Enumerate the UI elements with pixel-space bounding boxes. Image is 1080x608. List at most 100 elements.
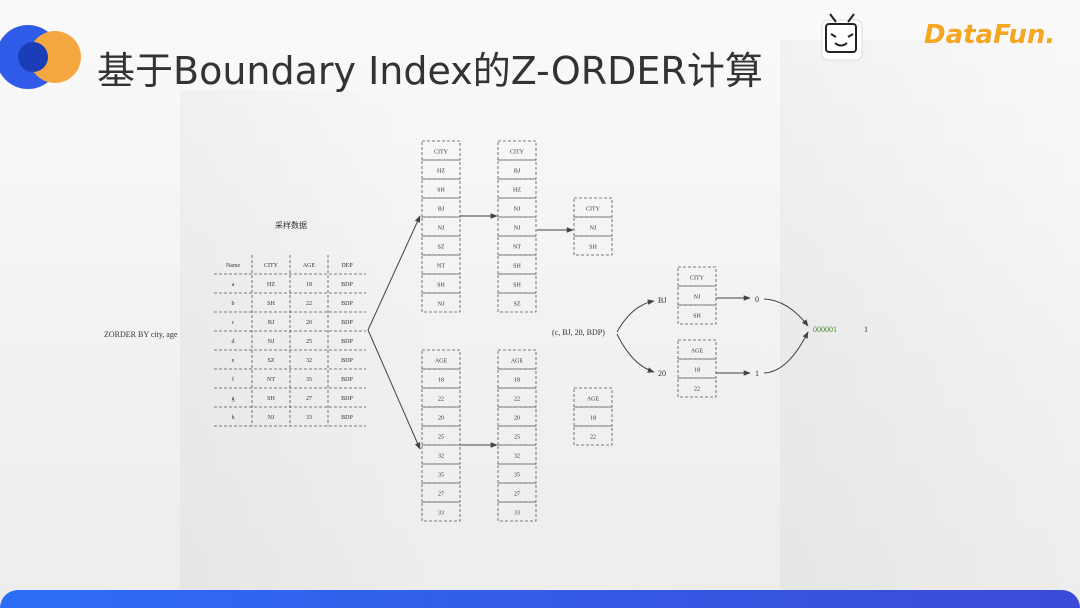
column-cell	[677, 339, 717, 360]
column-cell-text: 20	[514, 416, 520, 422]
page-title: 基于Boundary Index的Z-ORDER计算	[97, 49, 763, 93]
city-value: BJ	[658, 296, 666, 305]
column-cell-text: AGE	[691, 349, 704, 355]
column-cell-text: 32	[438, 454, 444, 460]
column-cell	[677, 377, 717, 398]
column-cell	[421, 216, 461, 237]
bottom-bar	[0, 590, 1080, 608]
table-cell: a	[232, 282, 235, 288]
table-header-cell: DEP	[341, 263, 353, 269]
table-cell: 35	[306, 377, 312, 383]
column-cell	[497, 387, 537, 408]
column-cell	[497, 159, 537, 180]
column-cell	[497, 349, 537, 370]
zvalue-decimal: 1	[864, 325, 868, 334]
table-cell: BDP	[341, 339, 353, 345]
table-cell: BDP	[341, 415, 353, 421]
column-cell	[497, 368, 537, 389]
column-cell-text: 25	[438, 435, 444, 441]
column-cell	[497, 501, 537, 522]
column-cell-text: NJ	[438, 302, 445, 308]
column-cell-text: SH	[693, 314, 701, 320]
column-cell-text: NJ	[514, 226, 521, 232]
table-cell: 25	[306, 339, 312, 345]
age-value: 20	[658, 369, 666, 378]
column-cell	[421, 292, 461, 313]
column-cell-text: 18	[438, 378, 444, 384]
column-cell	[497, 292, 537, 313]
brand-logo: DataFun.	[924, 20, 1055, 50]
background-building	[780, 40, 1080, 600]
column-cell-text: NJ	[694, 295, 701, 301]
column-cell	[421, 140, 461, 161]
column-cell	[573, 235, 613, 256]
column-cell-text: 27	[438, 492, 444, 498]
table-cell: 18	[306, 282, 312, 288]
age-index: 1	[755, 369, 759, 378]
column-cell-text: 18	[514, 378, 520, 384]
column-cell	[421, 159, 461, 180]
arrow-city-to-zvalue	[763, 298, 809, 327]
column-cell-text: 33	[514, 511, 520, 517]
column-cell	[677, 266, 717, 287]
column-cell-text: AGE	[511, 359, 524, 365]
table-cell: HZ	[267, 282, 275, 288]
column-cell	[497, 140, 537, 161]
column-cell	[677, 304, 717, 325]
column-cell-text: 22	[590, 435, 596, 441]
column-cell	[677, 285, 717, 306]
column-cell	[497, 425, 537, 446]
column-cell-text: 33	[438, 511, 444, 517]
column-cell-text: SH	[513, 264, 521, 270]
column-cell-text: NJ	[590, 226, 597, 232]
column-cell-text: 35	[438, 473, 444, 479]
column-cell	[497, 197, 537, 218]
mascot-icon	[821, 13, 863, 61]
column-cell	[573, 406, 613, 427]
column-cell-text: AGE	[587, 397, 600, 403]
column-cell	[497, 482, 537, 503]
age-bounds-column: AGE 18 22	[573, 387, 613, 446]
column-cell	[497, 235, 537, 256]
arrow-table-to-city	[367, 215, 421, 331]
column-cell	[497, 273, 537, 294]
table-cell: 33	[306, 415, 312, 421]
arrow-age-to-zvalue	[763, 331, 809, 374]
column-cell-text: 35	[514, 473, 520, 479]
table-cell: NJ	[268, 339, 275, 345]
table-cell: f	[232, 376, 234, 383]
column-cell	[421, 368, 461, 389]
arrow-query-to-age	[616, 333, 655, 373]
column-cell	[573, 197, 613, 218]
table-header-cell: Name	[226, 263, 241, 269]
table-cell: BDP	[341, 301, 353, 307]
table-cell: d	[232, 339, 235, 345]
zvalue-binary: 000001	[813, 325, 837, 334]
arrow-query-to-city	[616, 299, 655, 333]
table-cell: SH	[267, 301, 275, 307]
column-cell	[421, 425, 461, 446]
table-cell: BDP	[341, 282, 353, 288]
column-cell-text: 20	[438, 416, 444, 422]
column-cell	[677, 358, 717, 379]
column-cell-text: HZ	[513, 188, 521, 194]
table-cell: BDP	[341, 396, 353, 402]
table-cell: BDP	[341, 320, 353, 326]
table-cell: SZ	[267, 358, 274, 364]
column-cell-text: CITY	[510, 150, 525, 156]
column-cell-text: HZ	[437, 169, 445, 175]
column-cell	[497, 254, 537, 275]
zorder-label: ZORDER BY city, age	[104, 330, 178, 339]
column-cell-text: 22	[514, 397, 520, 403]
column-cell-text: SH	[589, 245, 597, 251]
table-cell: h	[232, 415, 235, 421]
column-cell	[497, 463, 537, 484]
column-cell-text: 18	[590, 416, 596, 422]
